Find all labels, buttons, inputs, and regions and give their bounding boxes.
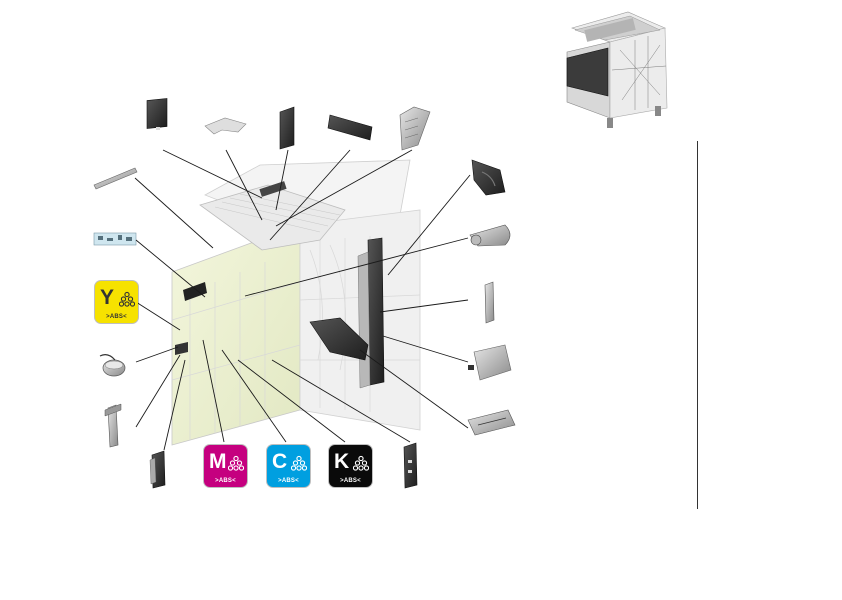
toner-magenta-dots-icon: [228, 455, 244, 471]
toner-black-dots-icon: [353, 455, 369, 471]
toner-black-label: >ABS<: [340, 478, 361, 484]
toner-yellow-dots-icon: [119, 291, 135, 307]
toner-cyan-label: >ABS<: [278, 478, 299, 484]
part-tray-guide-right: [467, 409, 516, 436]
leader-lines: [134, 149, 471, 451]
part-gear-left: [99, 354, 126, 377]
part-rail-left: [93, 167, 138, 190]
toner-yellow-label: >ABS<: [106, 314, 127, 320]
toner-black-letter: K: [334, 450, 350, 473]
part-bracket-top-right: [399, 106, 431, 151]
toner-black-icon: K >ABS<: [329, 445, 372, 487]
toner-yellow-icon: Y >ABS<: [95, 281, 138, 323]
toner-magenta-icon: M >ABS<: [204, 445, 247, 487]
toner-cyan-letter: C: [272, 450, 288, 473]
part-circuit-board: [93, 232, 137, 246]
toner-cyan-dots-icon: [291, 455, 307, 471]
vertical-divider: [697, 141, 698, 509]
main-frame: [171, 159, 421, 446]
part-strip-top: [327, 114, 373, 141]
part-panel-top-center: [279, 106, 295, 150]
toner-magenta-label: >ABS<: [215, 478, 236, 484]
part-bracket-top: [204, 117, 247, 135]
part-lever-left: [104, 403, 122, 448]
part-bracket-bottom-right: [403, 442, 418, 489]
toner-cyan-icon: C >ABS<: [267, 445, 310, 487]
part-cam-right: [469, 224, 511, 247]
part-cover-right-1: [471, 159, 506, 196]
part-cover-right-2: [468, 344, 512, 381]
toner-yellow-letter: Y: [100, 286, 115, 309]
machine-thumbnail: [566, 11, 668, 128]
part-bracket-bottom-left: [149, 450, 166, 489]
part-slide-right: [484, 281, 495, 324]
toner-magenta-letter: M: [209, 450, 227, 473]
part-cover-plate-top-left: [146, 98, 168, 130]
